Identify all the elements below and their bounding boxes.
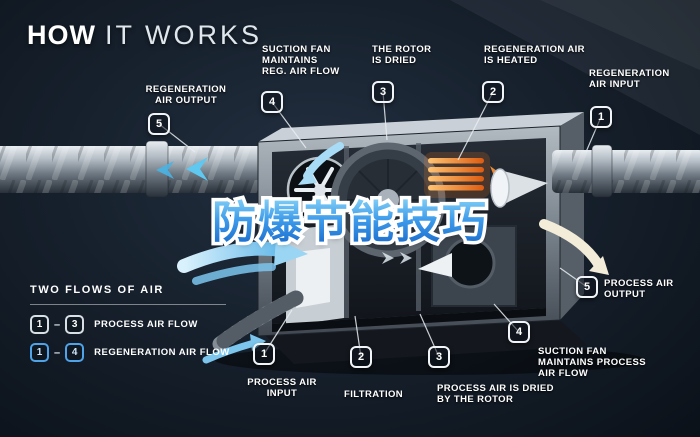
label-line: OUTPUT bbox=[604, 289, 646, 300]
light-beam bbox=[450, 0, 700, 135]
process-fan-unit bbox=[418, 225, 517, 307]
label-line: REGENERATION AIR bbox=[484, 44, 585, 55]
label-line: MAINTAINS bbox=[262, 55, 318, 66]
legend-divider bbox=[30, 304, 226, 305]
callout-badge-process-air-input: 1 bbox=[253, 343, 275, 365]
light-beam-2 bbox=[540, 0, 700, 70]
machine-top-face bbox=[258, 112, 584, 142]
label-line: SUCTION FAN bbox=[262, 44, 331, 55]
callout-badge-regeneration-air-heated: 2 bbox=[482, 81, 504, 103]
label-line: IS DRIED bbox=[372, 55, 417, 66]
machine-base bbox=[266, 320, 588, 364]
legend-badge-3: 3 bbox=[65, 315, 85, 334]
watermark: 防爆节能技巧 防爆节能技巧 bbox=[209, 186, 490, 252]
corrugated-hose bbox=[212, 290, 304, 352]
label-line: AIR OUTPUT bbox=[154, 95, 218, 106]
process-air-outflow-arrow bbox=[539, 219, 609, 275]
callout-badge-rotor-dried: 3 bbox=[372, 81, 394, 103]
callout-label-rotor-dried: THE ROTOR IS DRIED bbox=[372, 44, 431, 66]
label-line: PROCESS AIR bbox=[247, 377, 317, 388]
label-line: REG. AIR FLOW bbox=[262, 66, 340, 77]
legend-dash: – bbox=[54, 346, 61, 359]
callout-badge-regeneration-air-input: 1 bbox=[590, 106, 612, 128]
watermark-text: 防爆节能技巧 bbox=[212, 197, 488, 248]
callout-label-process-air-dried: PROCESS AIR IS DRIED BY THE ROTOR bbox=[437, 383, 554, 405]
label-line: SUCTION FAN bbox=[538, 346, 607, 357]
process-air-inflow-arrow bbox=[177, 238, 308, 285]
heater bbox=[424, 152, 504, 198]
callout-label-suction-fan-process: SUCTION FAN MAINTAINS PROCESS AIR FLOW bbox=[538, 346, 646, 379]
callout-label-process-air-input: PROCESS AIR INPUT bbox=[246, 377, 318, 399]
legend-row-regeneration: 1 – 4 REGENERATION AIR FLOW bbox=[30, 343, 230, 362]
right-duct bbox=[552, 144, 700, 198]
legend-label-process: PROCESS AIR FLOW bbox=[94, 319, 198, 330]
watermark-outline: 防爆节能技巧 bbox=[209, 186, 490, 252]
callout-label-regeneration-air-input: REGENERATION AIR INPUT bbox=[589, 68, 670, 90]
title-how: HOW bbox=[27, 20, 96, 50]
legend-dash: – bbox=[54, 318, 61, 331]
filter-panel-inner bbox=[296, 248, 330, 308]
callout-badge-process-air-output: 5 bbox=[576, 276, 598, 298]
label-line: AIR FLOW bbox=[538, 368, 589, 379]
label-line: PROCESS AIR IS DRIED bbox=[437, 383, 554, 394]
legend-badge-1-blue: 1 bbox=[30, 343, 49, 362]
flow-arrows bbox=[156, 142, 609, 364]
callout-badge-process-air-dried: 3 bbox=[428, 346, 450, 368]
callout-badge-suction-fan-reg: 4 bbox=[261, 91, 283, 113]
rotor bbox=[330, 142, 446, 258]
callout-badge-suction-fan-process: 4 bbox=[508, 321, 530, 343]
regeneration-inflow-arrow bbox=[298, 142, 344, 185]
legend: TWO FLOWS OF AIR 1 – 3 PROCESS AIR FLOW … bbox=[30, 284, 230, 371]
callout-badge-filtration: 2 bbox=[350, 346, 372, 368]
interior-components bbox=[272, 142, 548, 332]
callout-label-regeneration-air-heated: REGENERATION AIR IS HEATED bbox=[484, 44, 585, 66]
interior-floor bbox=[272, 308, 546, 332]
legend-row-process: 1 – 3 PROCESS AIR FLOW bbox=[30, 315, 230, 334]
rotor-flow-arrows bbox=[382, 252, 412, 264]
callout-label-process-air-output: PROCESS AIR OUTPUT bbox=[604, 278, 674, 300]
label-line: AIR INPUT bbox=[589, 79, 641, 90]
label-line: MAINTAINS PROCESS bbox=[538, 357, 646, 368]
label-line: BY THE ROTOR bbox=[437, 394, 514, 405]
label-line: FILTRATION bbox=[344, 389, 404, 400]
page-title: HOW IT WORKS bbox=[27, 20, 262, 51]
left-duct bbox=[0, 140, 264, 198]
legend-label-regeneration: REGENERATION AIR FLOW bbox=[94, 347, 230, 358]
legend-title: TWO FLOWS OF AIR bbox=[30, 284, 164, 296]
title-it-works: IT WORKS bbox=[104, 20, 262, 50]
label-line: THE ROTOR bbox=[372, 44, 432, 55]
callout-label-filtration: FILTRATION bbox=[344, 389, 403, 400]
label-line: REGENERATION bbox=[145, 84, 227, 95]
callout-label-suction-fan-reg: SUCTION FAN MAINTAINS REG. AIR FLOW bbox=[262, 44, 340, 77]
label-line: INPUT bbox=[266, 388, 298, 399]
label-line: IS HEATED bbox=[484, 55, 538, 66]
legend-badge-4-blue: 4 bbox=[65, 343, 85, 362]
callout-badge-regeneration-air-output: 5 bbox=[148, 113, 170, 135]
label-line: REGENERATION bbox=[589, 68, 670, 79]
regeneration-output-arrows bbox=[156, 157, 208, 181]
callout-label-regeneration-air-output: REGENERATION AIR OUTPUT bbox=[136, 84, 236, 106]
regeneration-outlet-cone bbox=[490, 168, 548, 208]
label-line: PROCESS AIR bbox=[604, 278, 674, 289]
legend-badge-1: 1 bbox=[30, 315, 49, 334]
